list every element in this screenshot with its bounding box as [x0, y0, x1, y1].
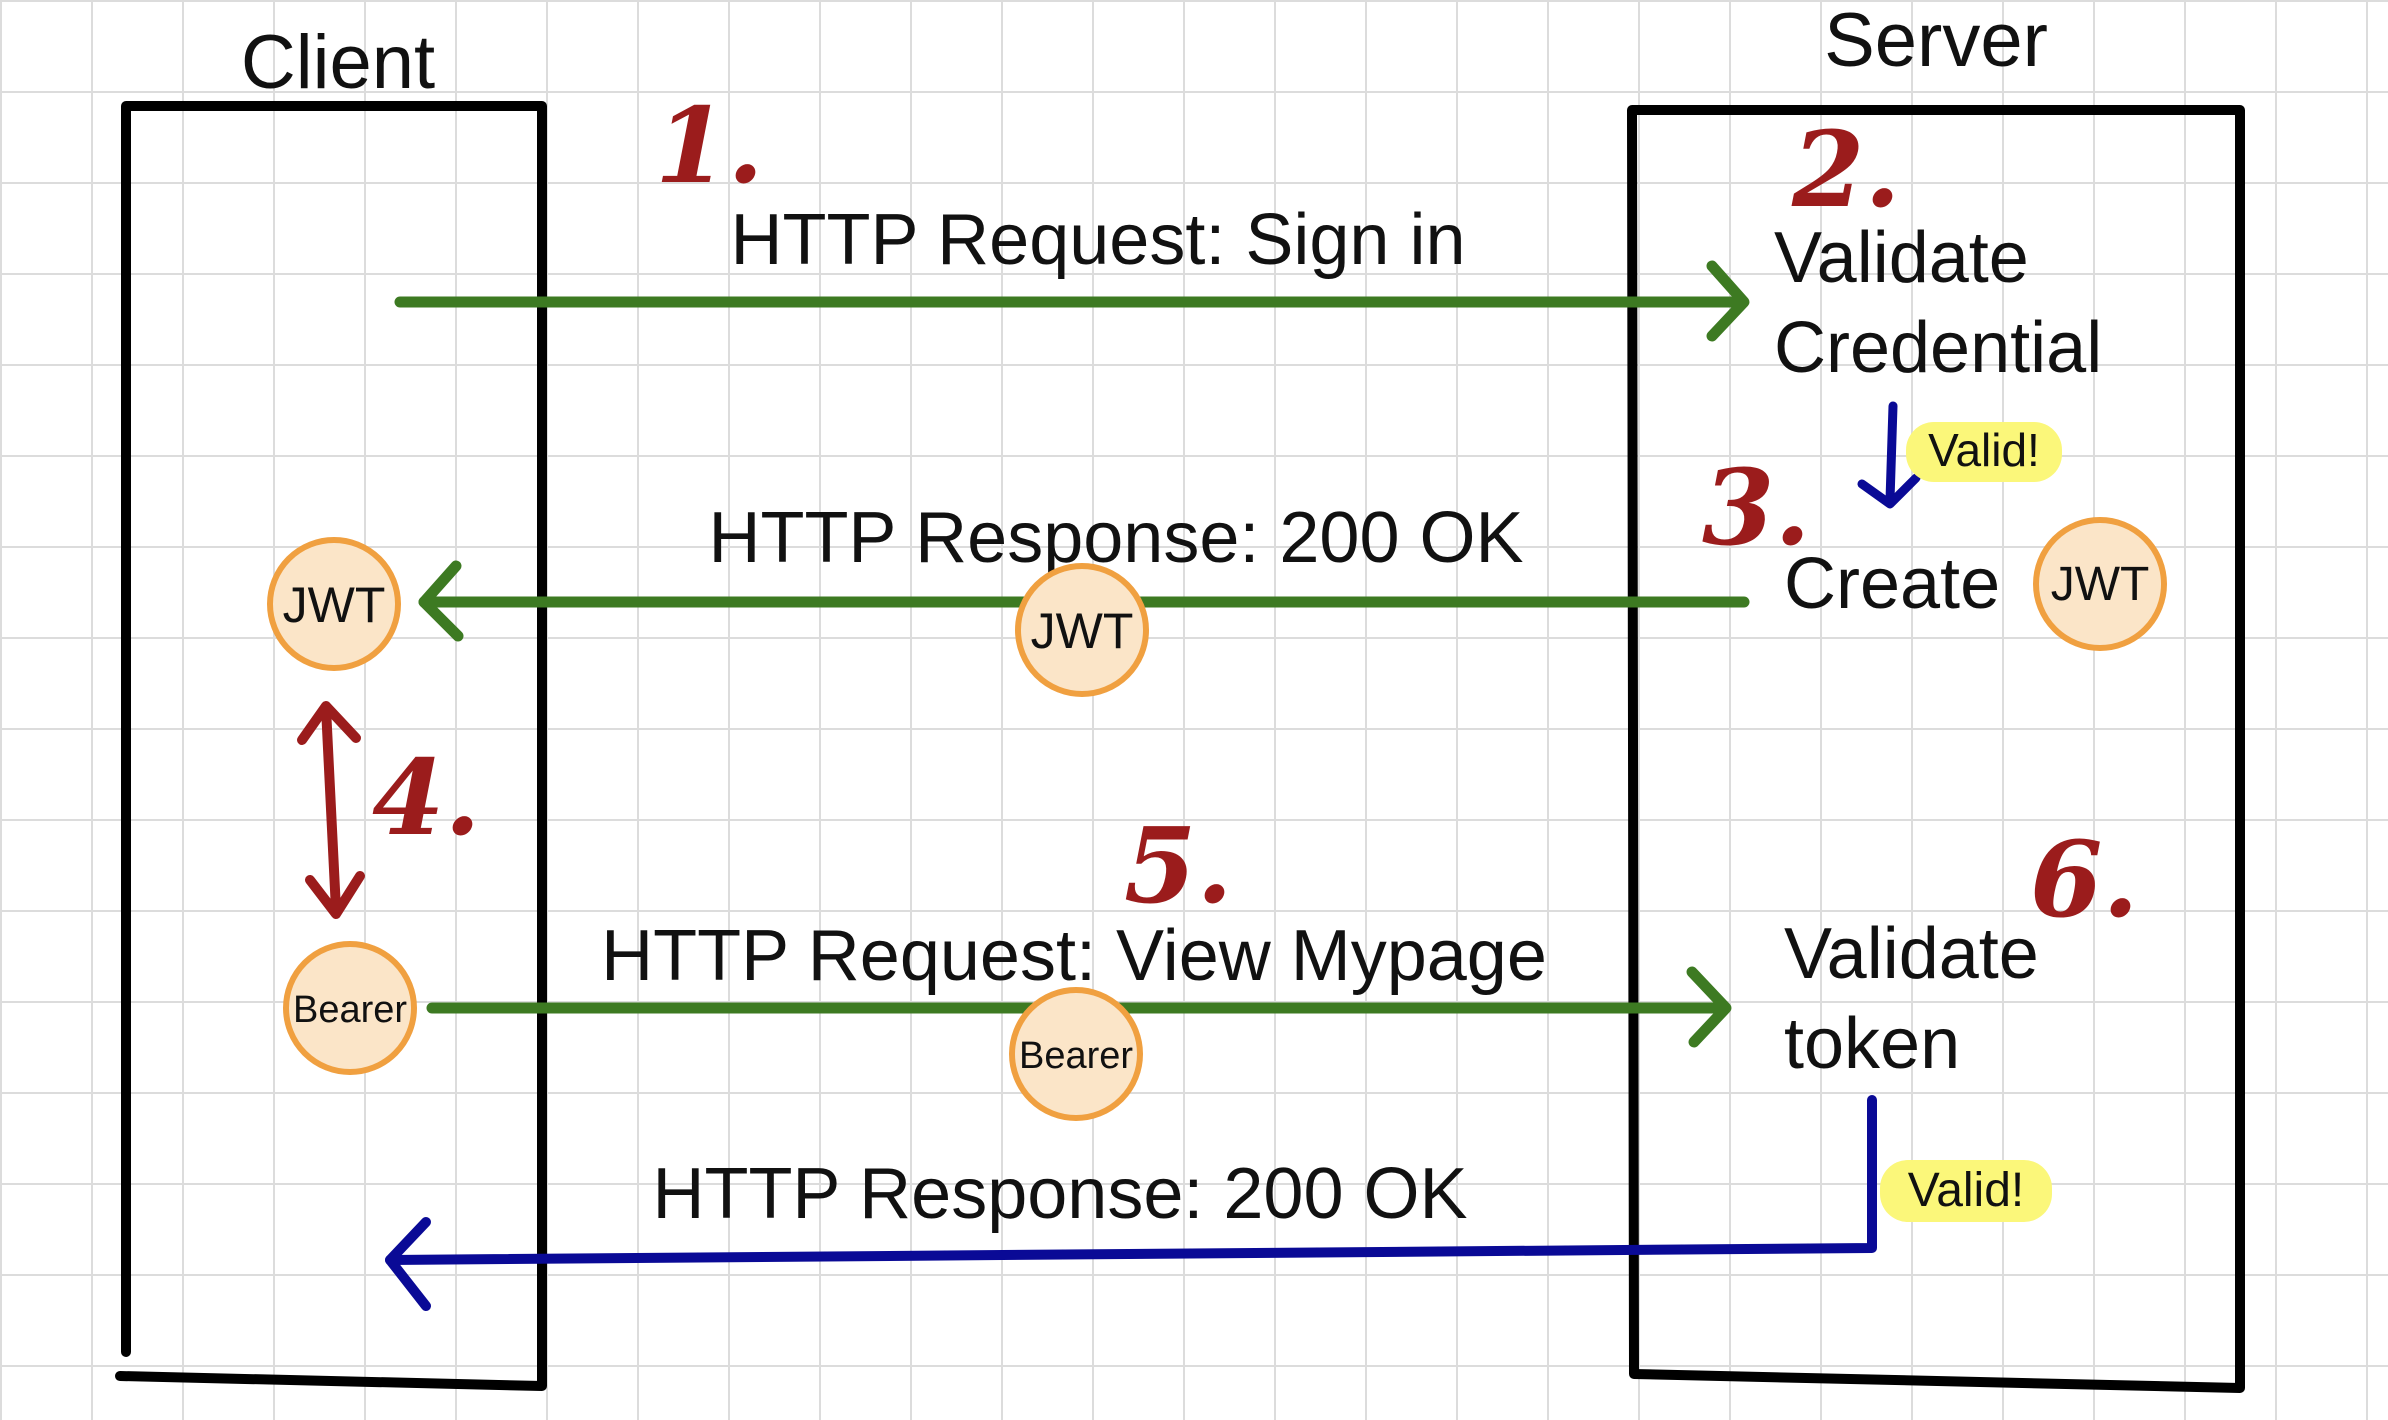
request-sign-in-label: HTTP Request: Sign in — [730, 200, 1465, 280]
jwt-token-client: JWT — [267, 537, 401, 671]
valid-badge-1: Valid! — [1906, 422, 2062, 482]
jwt-bearer-conversion-arrow — [297, 701, 365, 919]
jwt-token-in-transit: JWT — [1015, 563, 1149, 697]
server-box — [1627, 105, 2245, 1393]
valid-badge-1-text: Valid! — [1928, 424, 2040, 476]
step-6-number: 6. — [2030, 818, 2139, 941]
validate-to-create-arrow — [1857, 401, 1921, 509]
request-sign-in-arrow — [394, 260, 1750, 342]
step-2-number: 2. — [1791, 108, 1901, 231]
validate-token-line1: Validate — [1784, 914, 2039, 994]
bearer-token-in-transit: Bearer — [1009, 987, 1143, 1121]
request-mypage-label: HTTP Request: View Mypage — [601, 916, 1547, 996]
valid-badge-2-text: Valid! — [1908, 1164, 2025, 1217]
server-title: Server — [1824, 0, 2048, 83]
jwt-token-server-text: JWT — [2051, 558, 2150, 611]
jwt-token-client-text: JWT — [283, 577, 386, 633]
step-4-number: 4. — [372, 736, 481, 859]
client-title: Client — [241, 20, 435, 105]
validate-credential-line2: Credential — [1774, 308, 2102, 388]
step-3-number: 3. — [1702, 446, 1811, 569]
jwt-token-in-transit-text: JWT — [1031, 603, 1134, 659]
response-2-label: HTTP Response: 200 OK — [652, 1154, 1467, 1234]
bearer-token-client-text: Bearer — [293, 989, 407, 1031]
validate-token-line2: token — [1784, 1004, 1960, 1084]
create-label: Create — [1784, 544, 2000, 624]
step-1-number: 1. — [655, 84, 764, 207]
client-box — [115, 101, 547, 1391]
valid-badge-2: Valid! — [1880, 1160, 2052, 1222]
response-2-arrow — [385, 1095, 1877, 1311]
validate-credential-line1: Validate — [1774, 218, 2029, 298]
jwt-token-server: JWT — [2033, 517, 2167, 651]
bearer-token-in-transit-text: Bearer — [1019, 1035, 1133, 1077]
response-1-label: HTTP Response: 200 OK — [708, 498, 1523, 578]
step-5-number: 5. — [1124, 804, 1233, 927]
bearer-token-client: Bearer — [283, 941, 417, 1075]
